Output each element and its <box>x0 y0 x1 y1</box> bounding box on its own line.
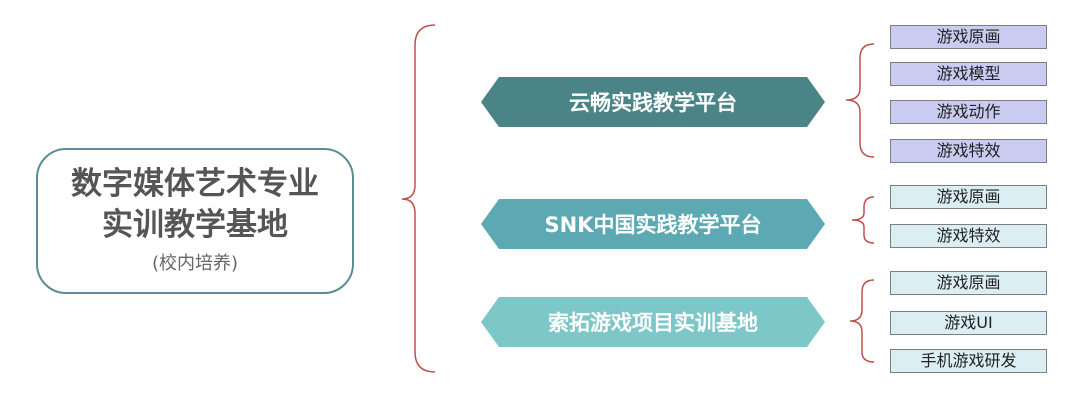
platform-label-2: SNK中国实践教学平台 <box>544 213 762 237</box>
root-title-line1: 数字媒体艺术专业 <box>71 166 319 202</box>
platform-node-1: 云畅实践教学平台 <box>481 77 825 127</box>
leaf-node: 游戏模型 <box>890 62 1047 86</box>
root-node: 数字媒体艺术专业 实训教学基地 (校内培养) <box>36 148 354 294</box>
leaf-node: 游戏动作 <box>890 100 1047 124</box>
bracket-platform-2 <box>851 196 875 244</box>
leaf-node: 游戏原画 <box>890 271 1047 295</box>
leaf-node: 游戏特效 <box>890 224 1047 248</box>
bracket-platform-3 <box>849 279 875 363</box>
root-title-line2: 实训教学基地 <box>102 207 288 243</box>
leaf-node: 游戏特效 <box>890 139 1047 163</box>
bracket-platform-1 <box>845 43 875 158</box>
leaf-node: 手机游戏研发 <box>890 349 1047 373</box>
leaf-node: 游戏原画 <box>890 185 1047 209</box>
root-subtitle: (校内培养) <box>151 253 239 274</box>
platform-label-3: 索拓游戏项目实训基地 <box>548 311 758 335</box>
leaf-node: 游戏UI <box>890 311 1047 335</box>
leaf-node: 游戏原画 <box>890 25 1047 49</box>
platform-node-3: 索拓游戏项目实训基地 <box>481 297 825 347</box>
platform-node-2: SNK中国实践教学平台 <box>481 199 825 249</box>
platform-label-1: 云畅实践教学平台 <box>569 91 737 115</box>
main-bracket <box>401 24 436 373</box>
